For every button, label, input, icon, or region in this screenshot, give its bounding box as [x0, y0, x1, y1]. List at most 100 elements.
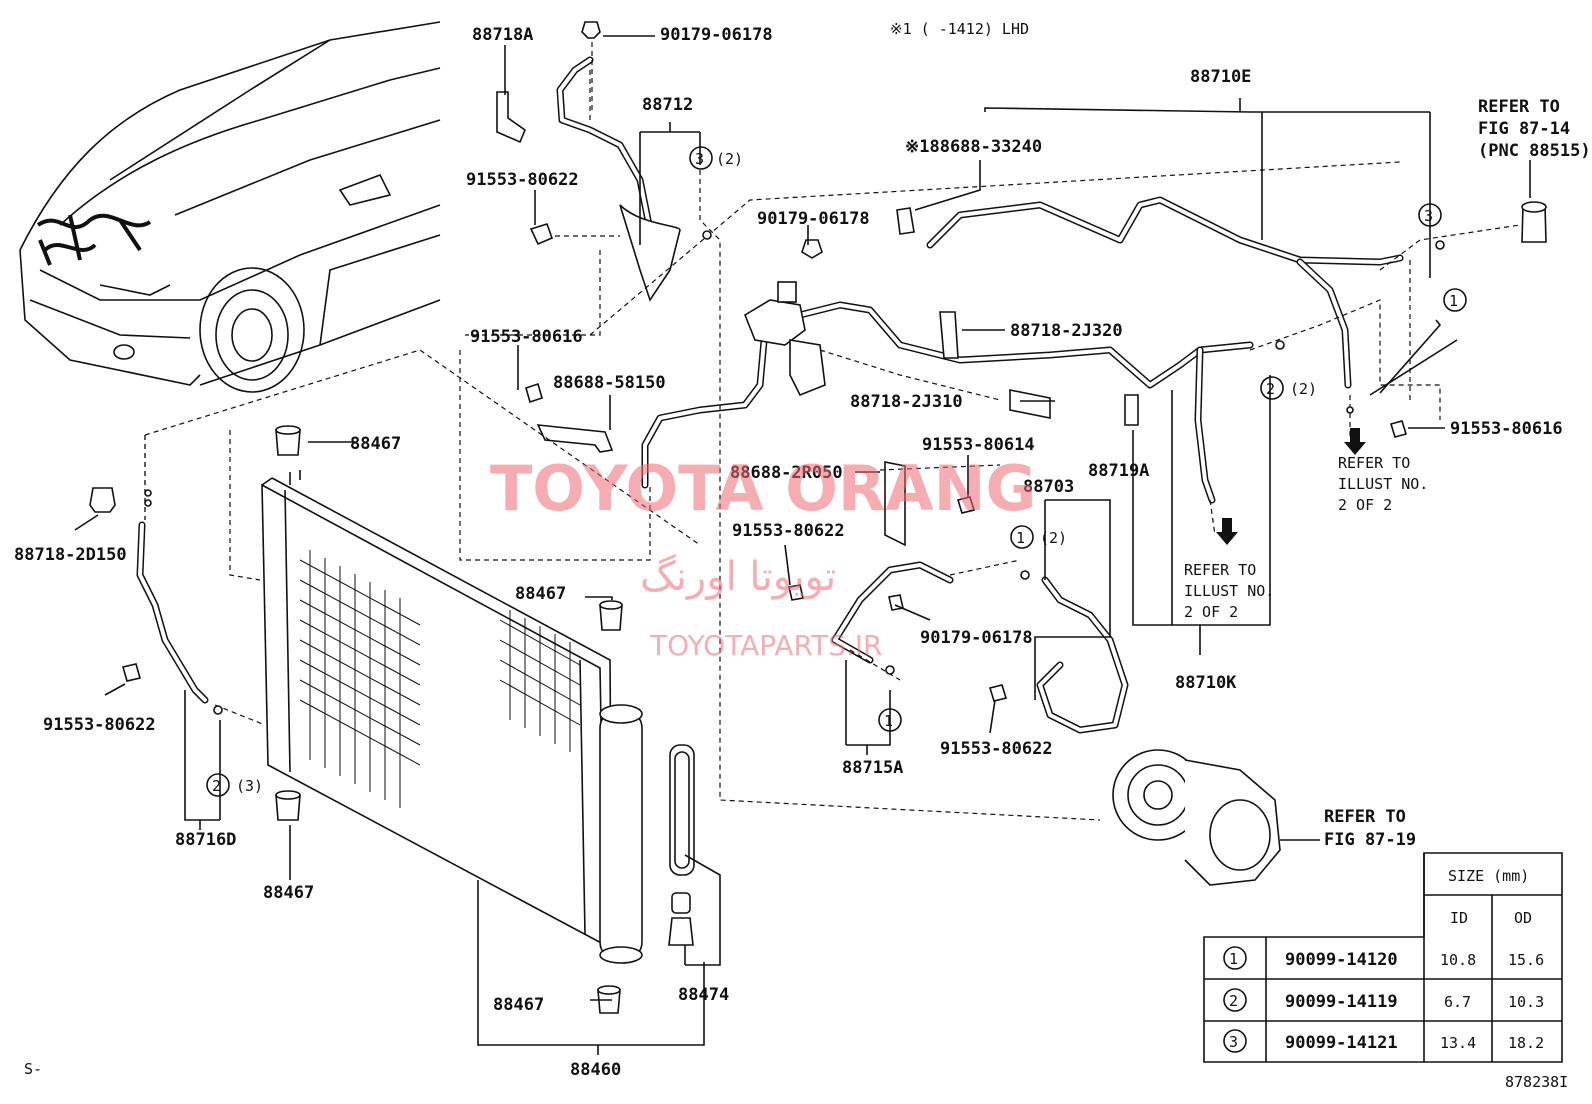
svg-text:6.7: 6.7 — [1444, 993, 1471, 1011]
table-col-od: OD — [1514, 909, 1532, 927]
qty-88712: (2) — [716, 150, 743, 168]
svg-text:2 OF 2: 2 OF 2 — [1184, 603, 1238, 621]
label-88474: 88474 — [678, 985, 729, 1005]
label-88716D: 88716D — [175, 830, 236, 850]
svg-text:13.4: 13.4 — [1440, 1034, 1476, 1052]
svg-text:2: 2 — [212, 777, 221, 795]
label-88467-a: 88467 — [350, 434, 401, 454]
marker-1-88710E: 1 — [1443, 288, 1467, 312]
pipes — [136, 56, 1404, 734]
svg-text:18.2: 18.2 — [1508, 1034, 1544, 1052]
label-91553-80622-c: 91553-80622 — [43, 715, 156, 735]
table-col-id: ID — [1450, 909, 1468, 927]
marker-3-88712: 3 — [689, 146, 713, 170]
cap-88467-left — [275, 790, 301, 821]
svg-text:1: 1 — [884, 712, 893, 730]
svg-text:2 OF 2: 2 OF 2 — [1338, 496, 1392, 514]
refer-note-illust-right: REFER TO ILLUST NO. 2 OF 2 — [1338, 454, 1428, 514]
label-88712: 88712 — [642, 95, 693, 115]
header-note: ※1 ( -1412) LHD — [890, 20, 1029, 38]
svg-text:ILLUST NO.: ILLUST NO. — [1184, 582, 1274, 600]
condenser-88460 — [261, 470, 695, 964]
label-91553-80616-b: 91553-80616 — [1450, 419, 1563, 439]
svg-text:15.6: 15.6 — [1508, 951, 1544, 969]
cap-88467-bottom — [597, 985, 621, 1014]
svg-text:90099-14121: 90099-14121 — [1285, 1033, 1398, 1053]
footer-left: S- — [24, 1060, 42, 1078]
svg-text:90099-14119: 90099-14119 — [1285, 992, 1398, 1012]
label-88715A: 88715A — [842, 758, 903, 778]
leader-lines — [74, 35, 1531, 1055]
label-88710E: 88710E — [1190, 67, 1251, 87]
label-88718A: 88718A — [472, 25, 533, 45]
marker-1-88703: 1 — [1010, 525, 1034, 549]
qty-88716D: (3) — [236, 777, 263, 795]
marker-2-right: 2 — [1260, 376, 1284, 400]
table-row: 1 90099-14120 10.8 15.6 — [1223, 946, 1544, 970]
table-title: SIZE (mm) — [1448, 867, 1529, 885]
desiccant-88474 — [668, 892, 694, 946]
svg-text:3: 3 — [1229, 1033, 1238, 1051]
watermark-sub: TOYOTAPARTS.IR — [649, 629, 882, 662]
label-88710K: 88710K — [1175, 673, 1237, 693]
label-90179-low: 90179-06178 — [920, 628, 1033, 648]
guide-lines — [144, 42, 1521, 821]
label-91553-80622-d: 91553-80622 — [940, 739, 1053, 759]
expansion-valve — [744, 281, 826, 397]
table-row: 2 90099-14119 6.7 10.3 — [1223, 988, 1544, 1012]
label-88719A: 88719A — [1088, 461, 1149, 481]
svg-text:REFER TO: REFER TO — [1324, 807, 1406, 827]
svg-text:FIG 87-14: FIG 87-14 — [1478, 119, 1570, 139]
compressor — [1112, 749, 1281, 886]
label-88467-b: 88467 — [515, 584, 566, 604]
svg-text:10.8: 10.8 — [1440, 951, 1476, 969]
label-88467-d: 88467 — [493, 995, 544, 1015]
car-illustration — [19, 21, 441, 393]
arrow-icon — [1216, 428, 1366, 545]
marker-1-88715A: 1 — [878, 708, 902, 732]
watermark-persian: تویوتا اورنگ — [640, 554, 836, 600]
svg-text:2: 2 — [1229, 992, 1238, 1010]
fittings — [89, 21, 1547, 702]
label-88467-c: 88467 — [263, 883, 314, 903]
svg-text:1: 1 — [1016, 529, 1025, 547]
label-88718-2J310: 88718-2J310 — [850, 392, 963, 412]
watermark: TOYOTA ORANG تویوتا اورنگ TOYOTAPARTS.IR — [490, 452, 1036, 662]
svg-text:1: 1 — [1229, 950, 1238, 968]
refer-note-fig87-14: REFER TO FIG 87-14 (PNC 88515) — [1478, 97, 1591, 161]
qty-2-right: (2) — [1290, 380, 1317, 398]
label-91553-80616-a: 91553-80616 — [470, 327, 583, 347]
label-90179-mid: 90179-06178 — [757, 209, 870, 229]
svg-text:1: 1 — [1449, 292, 1458, 310]
table-row: 3 90099-14121 13.4 18.2 — [1223, 1029, 1544, 1053]
svg-text:ILLUST NO.: ILLUST NO. — [1338, 475, 1428, 493]
label-88688-33240: ※188688-33240 — [905, 137, 1042, 157]
watermark-main: TOYOTA ORANG — [490, 452, 1036, 525]
diagram-code: 878238I — [1505, 1073, 1568, 1091]
label-90179-top: 90179-06178 — [660, 25, 773, 45]
qty-88703: (2) — [1040, 529, 1067, 547]
svg-text:REFER TO: REFER TO — [1338, 454, 1410, 472]
label-91553-80622-b: 91553-80622 — [732, 521, 845, 541]
label-91553-80622-a: 91553-80622 — [466, 170, 579, 190]
svg-text:FIG 87-19: FIG 87-19 — [1324, 830, 1416, 850]
o-rings — [144, 230, 1445, 715]
refer-note-illust-mid: REFER TO ILLUST NO. 2 OF 2 — [1184, 561, 1274, 621]
refer-note-fig87-19: REFER TO FIG 87-19 — [1324, 807, 1416, 850]
label-88688-58150: 88688-58150 — [553, 373, 666, 393]
svg-text:(PNC 88515): (PNC 88515) — [1478, 141, 1591, 161]
label-88718-2D150: 88718-2D150 — [14, 545, 127, 565]
label-88688-2R050: 88688-2R050 — [730, 463, 843, 483]
svg-text:REFER TO: REFER TO — [1478, 97, 1560, 117]
svg-text:10.3: 10.3 — [1508, 993, 1544, 1011]
marker-3-88710E: 3 — [1418, 203, 1442, 227]
svg-text:3: 3 — [1424, 207, 1433, 225]
cap-88467-top — [275, 425, 301, 456]
cap-88467-mid — [599, 600, 623, 631]
svg-text:3: 3 — [695, 150, 704, 168]
svg-text:2: 2 — [1266, 380, 1275, 398]
label-88460: 88460 — [570, 1060, 621, 1080]
svg-text:90099-14120: 90099-14120 — [1285, 950, 1398, 970]
